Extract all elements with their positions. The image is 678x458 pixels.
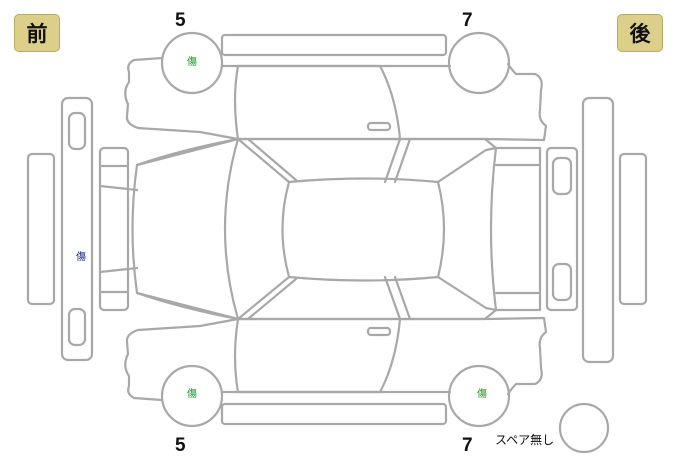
left-side-view <box>124 31 548 142</box>
tire-number-front-right: 5 <box>175 435 186 456</box>
tire-front-right <box>160 364 224 428</box>
right-front-door <box>233 317 240 394</box>
front-grille-panel <box>98 146 130 312</box>
top-view-body <box>98 137 542 321</box>
hood-line-bottom <box>135 291 240 321</box>
front-fascia-bottom <box>98 266 139 274</box>
a-pillar-top <box>236 137 291 184</box>
damage-mark-front-right-tire: 傷 <box>187 389 197 400</box>
rear-gate-panel <box>545 146 579 312</box>
spare-tire <box>558 402 610 454</box>
rear-bumper-outer <box>618 152 648 306</box>
tire-front-left <box>160 31 224 95</box>
rear-view <box>545 96 648 364</box>
front-headlight-upper <box>67 111 87 151</box>
front-view <box>26 96 130 362</box>
body-left-edge <box>131 163 139 295</box>
right-side-view <box>124 316 548 428</box>
left-door-handle <box>366 121 392 132</box>
front-headlight-lower <box>67 307 87 347</box>
a-pillar-bottom <box>236 275 291 321</box>
c-pillar-bottom <box>383 275 402 321</box>
front-fascia-top <box>98 184 139 192</box>
front-badge: 前 <box>14 14 60 52</box>
roof-panel <box>281 177 446 282</box>
a-pillar-bottom-inner <box>246 277 298 321</box>
rear-taillight-lower <box>551 262 573 302</box>
tire-number-front-left: 5 <box>175 10 186 31</box>
right-door-handle <box>366 326 392 337</box>
rear-taillight-upper <box>551 156 573 196</box>
spare-tire-label: スペア無し <box>495 433 555 447</box>
right-side-sill <box>220 402 448 426</box>
left-side-body-outline <box>124 56 548 142</box>
rear-window-bottom <box>436 275 498 312</box>
tire-number-rear-left: 7 <box>462 10 473 31</box>
left-side-sill <box>220 33 448 57</box>
rear-window-top <box>436 146 498 184</box>
front-bumper-outer <box>26 152 56 306</box>
c-pillar-top-inner <box>393 137 412 184</box>
rear-bumper <box>581 96 615 364</box>
left-front-door <box>233 64 240 141</box>
trunk-outline <box>489 146 542 312</box>
c-pillar-bottom-inner <box>393 275 412 321</box>
tire-number-rear-right: 7 <box>462 435 473 456</box>
rear-badge: 後 <box>617 14 663 52</box>
tire-rear-right <box>447 364 511 428</box>
hood-line-top <box>135 137 240 167</box>
left-rear-door <box>236 64 402 141</box>
tire-rear-left <box>447 31 511 95</box>
c-pillar-top <box>383 137 402 184</box>
a-pillar-top-inner <box>246 137 298 182</box>
damage-mark-rear-right-tire: 傷 <box>477 389 487 400</box>
damage-mark-front-left-tire: 傷 <box>187 57 197 68</box>
windshield-outline <box>223 137 240 321</box>
damage-mark-front-bumper: 傷 <box>76 252 86 263</box>
right-side-body-outline <box>124 316 548 402</box>
front-bumper <box>60 96 94 362</box>
right-rear-door <box>236 317 402 394</box>
